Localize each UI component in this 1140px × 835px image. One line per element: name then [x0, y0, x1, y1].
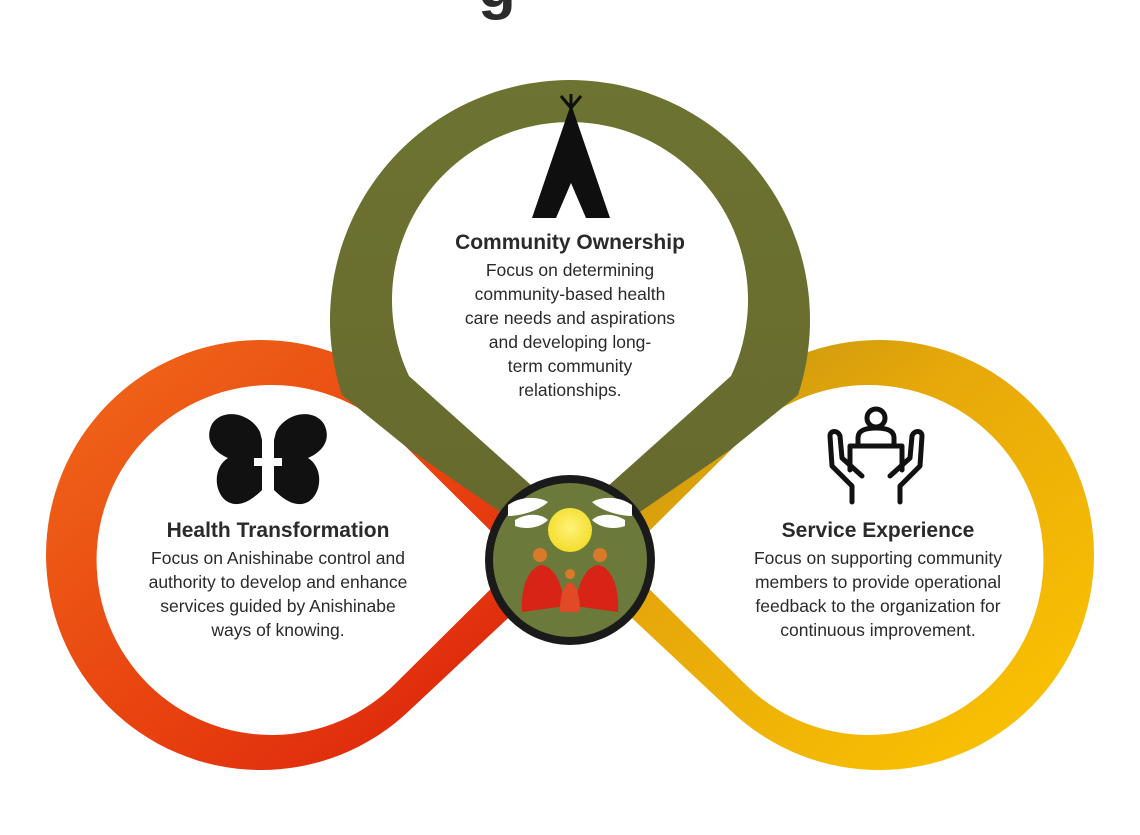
- description-line: members to provide operational: [754, 572, 1002, 592]
- service-experience-title: Service Experience: [781, 519, 975, 542]
- anishinabe-circle-emblem: [485, 475, 655, 645]
- description-line: term community: [507, 356, 633, 376]
- tipi-icon: [532, 94, 610, 218]
- description-line: Focus on supporting community: [753, 548, 1003, 568]
- health-transformation-title: Health Transformation: [166, 519, 390, 542]
- service-experience-description: Focus on supporting community members to…: [708, 546, 1048, 642]
- description-line: ways of knowing.: [211, 620, 345, 640]
- description-line: community-based health: [474, 284, 666, 304]
- description-line: continuous improvement.: [780, 620, 976, 640]
- description-line: care needs and aspirations: [464, 308, 676, 328]
- service-experience-panel: Service Experience Focus on supporting c…: [708, 518, 1048, 642]
- health-transformation-panel: Health Transformation Focus on Anishinab…: [108, 518, 448, 642]
- community-ownership-title: Community Ownership: [455, 231, 685, 254]
- heading-fragment: g: [478, 0, 516, 18]
- community-ownership-panel: Community Ownership Focus on determining…: [420, 230, 720, 402]
- description-line: services guided by Anishinabe: [160, 596, 396, 616]
- hands-person-icon: [827, 406, 925, 505]
- description-line: relationships.: [518, 380, 622, 400]
- community-ownership-loop: [330, 80, 810, 560]
- description-line: feedback to the organization for: [755, 596, 1001, 616]
- community-ownership-description: Focus on determining community-based hea…: [420, 258, 720, 402]
- description-line: and developing long-: [488, 332, 652, 352]
- description-line: Focus on Anishinabe control and: [151, 548, 405, 568]
- description-line: Focus on determining: [485, 260, 655, 280]
- health-transformation-description: Focus on Anishinabe control and authorit…: [108, 546, 448, 642]
- butterfly-cross-icon: [209, 414, 327, 505]
- description-line: authority to develop and enhance: [148, 572, 408, 592]
